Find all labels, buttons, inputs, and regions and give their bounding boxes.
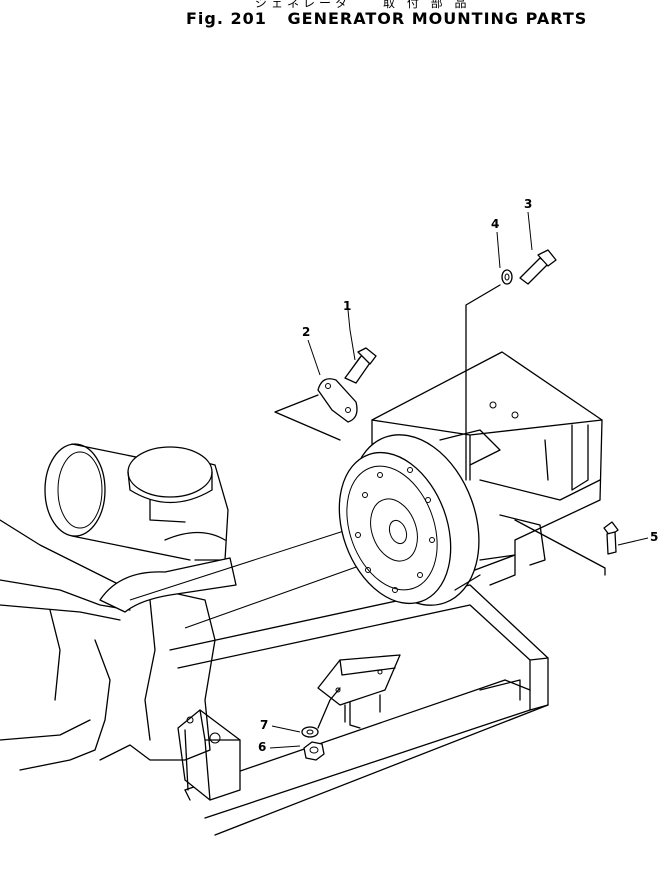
- callout-6: 6: [258, 740, 266, 754]
- washer-part-4: [465, 269, 513, 481]
- coupling-flywheel: [338, 429, 501, 606]
- callout-3: 3: [524, 197, 532, 211]
- callout-2: 2: [302, 325, 310, 339]
- base-frame: [169, 584, 549, 836]
- nut-part-6: [303, 741, 325, 761]
- leader-lines: [269, 211, 649, 749]
- washer-part-7: [301, 687, 341, 738]
- callout-5: 5: [650, 530, 658, 544]
- plate-part-2: [274, 378, 358, 441]
- figure-title: Fig. 201 GENERATOR MOUNTING PARTS: [186, 9, 587, 28]
- callout-7: 7: [260, 718, 268, 732]
- figure-number: Fig. 201: [186, 9, 267, 28]
- callout-1: 1: [343, 299, 351, 313]
- mounting-bracket: [317, 654, 401, 723]
- bolt-part-5: [514, 519, 619, 576]
- bolt-part-3: [519, 249, 557, 285]
- bolt-part-1: [344, 347, 377, 384]
- japanese-title: ジェネレータ 取 付 部 品: [255, 0, 471, 10]
- engine-mount-bracket: [177, 709, 241, 801]
- callout-4: 4: [491, 217, 499, 231]
- figure-caption: GENERATOR MOUNTING PARTS: [287, 9, 588, 28]
